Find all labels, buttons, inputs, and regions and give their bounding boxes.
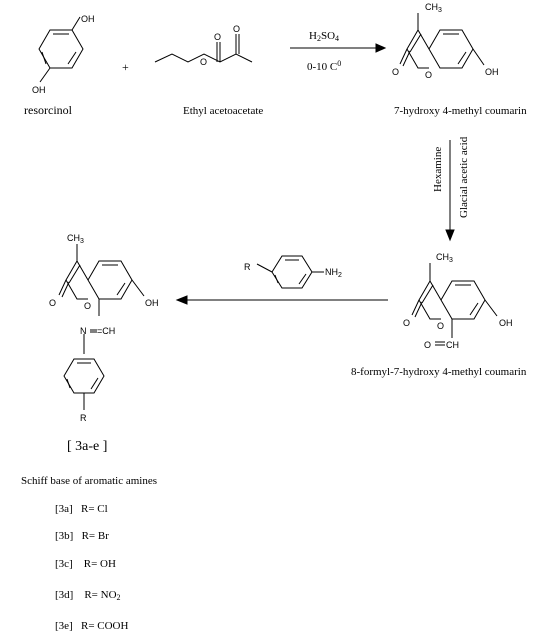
coumarin-structure: CH3 O O OH [392, 2, 499, 80]
schiff-ch: =CH [97, 326, 115, 336]
substituent-row-3c: [3c] R= OH [55, 558, 116, 570]
schiff-r: R [80, 413, 87, 423]
reagent-hexamine: Hexamine [432, 146, 444, 192]
formyl-carbonyl-o: O [403, 318, 410, 328]
compound-code: [ 3a-e ] [67, 439, 108, 454]
formyl-coumarin-name: 8-formyl-7-hydroxy 4-methyl coumarin [351, 366, 527, 378]
substituent-row-3e: [3e] R= COOH [55, 620, 129, 632]
arrow-step-2 [445, 140, 455, 242]
ester-carbonyl-oxygen: O [214, 32, 221, 42]
schiff-carbonyl-o: O [49, 298, 56, 308]
ketone-oxygen: O [233, 24, 240, 34]
formyl-coumarin-structure: CH3 O O OH O CH [403, 252, 513, 350]
aldehyde-o: O [424, 340, 431, 350]
arrow-step-3 [175, 295, 388, 305]
amine-r: R [244, 262, 251, 272]
coumarin-ring-o: O [425, 70, 432, 80]
coumarin-name: 7-hydroxy 4-methyl coumarin [394, 105, 527, 117]
resorcinol-oh-top: OH [81, 14, 95, 24]
reagent-h2so4: H2SO4 [309, 30, 340, 43]
schiff-base-structure: CH3 O O OH N =CH R [49, 233, 159, 423]
resorcinol-oh-bottom: OH [32, 85, 46, 95]
substituent-row-3b: [3b] R= Br [55, 530, 109, 542]
arrow-step-1 [290, 43, 387, 53]
coumarin-methyl: CH3 [425, 2, 442, 14]
schiff-oh: OH [145, 298, 159, 308]
reagent-acetic-acid: Glacial acetic acid [458, 136, 470, 218]
substituent-row-3d: [3d] R= NO2 [55, 589, 121, 602]
formyl-ring-o: O [437, 321, 444, 331]
amine-reagent-structure: R NH2 [244, 255, 342, 289]
coumarin-oh: OH [485, 67, 499, 77]
ethyl-acetoacetate-structure: O O O [154, 24, 253, 67]
schiff-ring-o: O [84, 301, 91, 311]
plus-sign: + [122, 60, 129, 74]
coumarin-carbonyl-o: O [392, 67, 399, 77]
resorcinol-structure: OH OH [32, 14, 95, 95]
amine-nh2: NH2 [325, 267, 342, 279]
schiff-base-caption: Schiff base of aromatic amines [21, 475, 158, 487]
eaa-name: Ethyl acetoacetate [183, 105, 264, 117]
reaction-temperature: 0-10 C0 [307, 59, 342, 73]
schiff-methyl: CH3 [67, 233, 84, 245]
aldehyde-ch: CH [446, 340, 459, 350]
formyl-methyl: CH3 [436, 252, 453, 264]
ester-oxygen: O [200, 57, 207, 67]
formyl-oh: OH [499, 318, 513, 328]
substituent-row-3a: [3a] R= Cl [55, 503, 108, 515]
schiff-n: N [80, 326, 87, 336]
resorcinol-name: resorcinol [24, 103, 72, 117]
